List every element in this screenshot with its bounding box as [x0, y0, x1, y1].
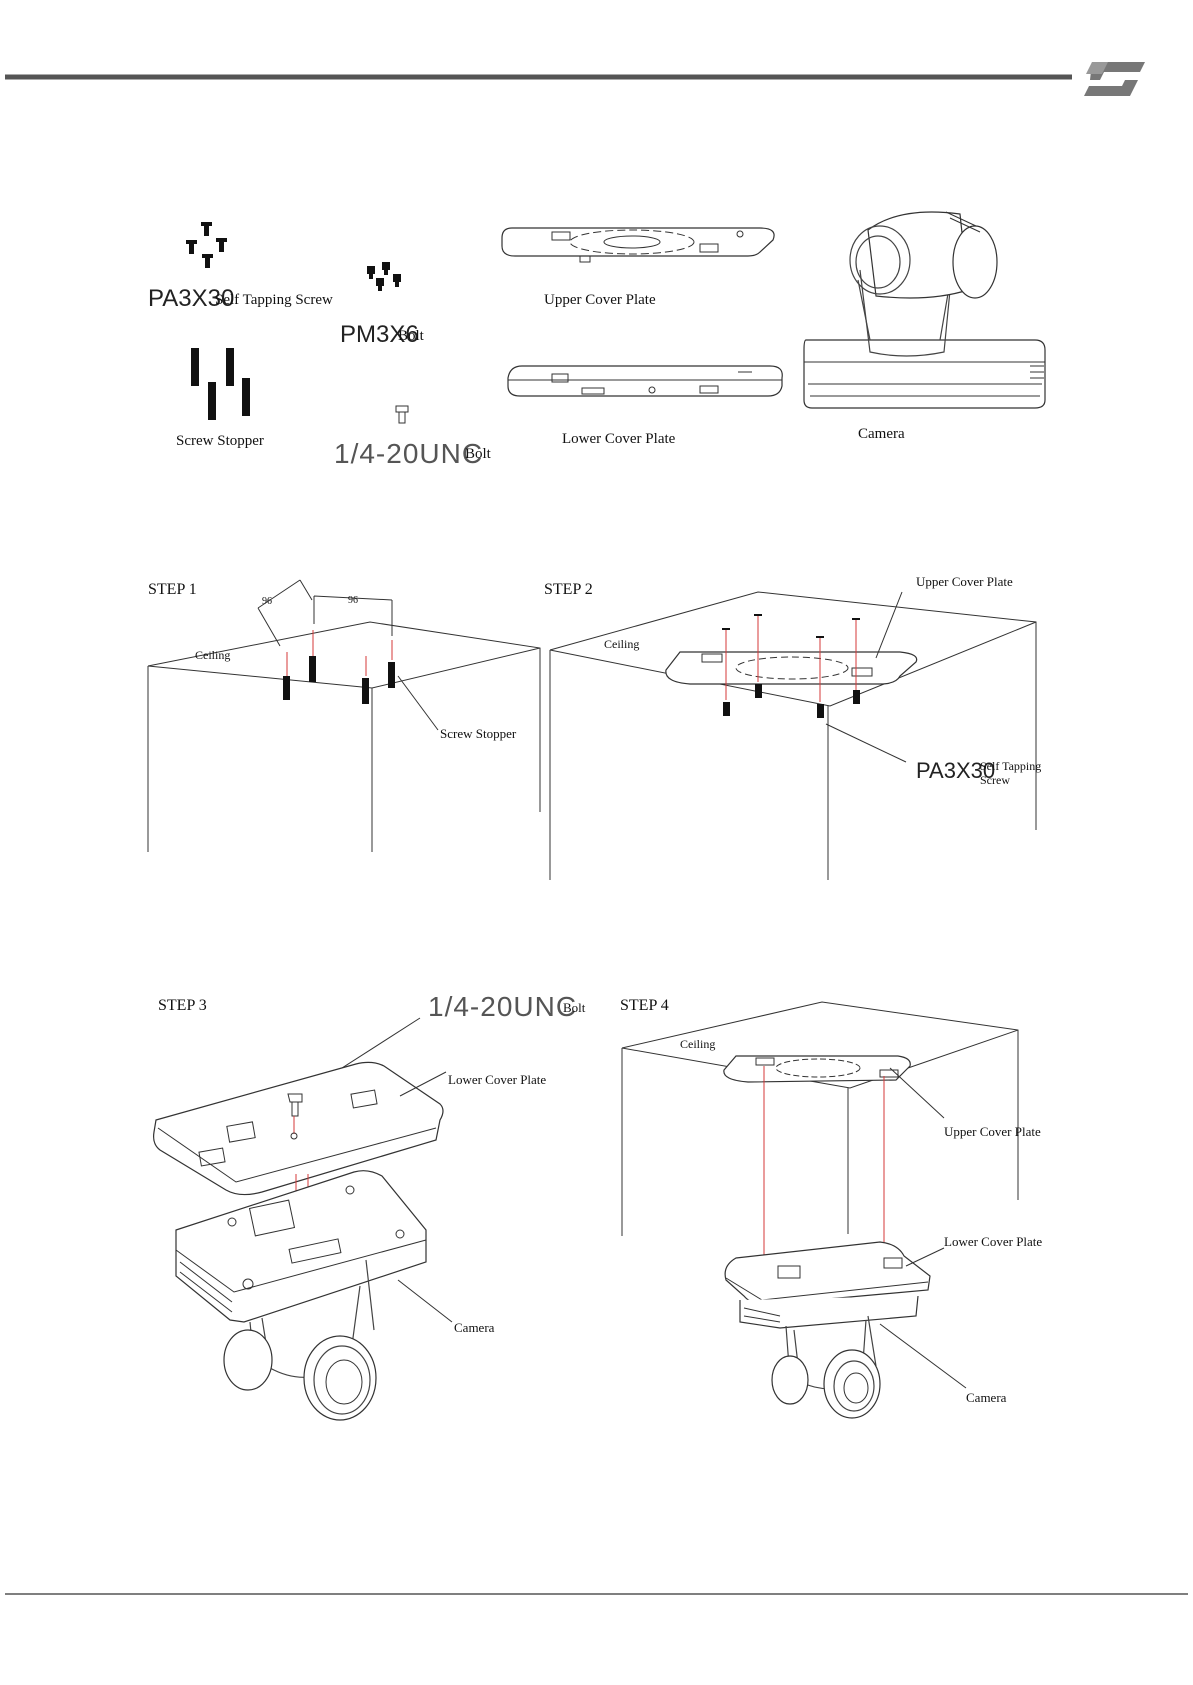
- lower-plate-label: Lower Cover Plate: [562, 431, 676, 447]
- step1-stopper-1: [283, 676, 290, 700]
- unc-bolt-name: Bolt: [465, 446, 492, 462]
- step3-title: STEP 3: [158, 997, 207, 1014]
- tapping-screw-code: PA3X30: [148, 285, 234, 312]
- step3-bolt-name: Bolt: [563, 1000, 586, 1015]
- step2-screw-1: [723, 702, 730, 716]
- step4-section: STEP 4 Ceiling Upper Cover Plate Lower C…: [620, 997, 1042, 1419]
- screw-stoppers-icon: [191, 348, 250, 420]
- step1-stopper-2: [309, 656, 316, 682]
- step2-screw-name-2: Screw: [980, 773, 1010, 787]
- step3-camera-label: Camera: [454, 1320, 495, 1335]
- step2-section: STEP 2 Ceiling Upper Cover Plate PA3X30 …: [544, 574, 1041, 880]
- step1-section: STEP 1 Ceiling 96 96 Screw Stopper: [147, 579, 541, 852]
- unc-bolt-code: 1/4-20UNC: [334, 438, 483, 469]
- step4-lower-plate-label: Lower Cover Plate: [944, 1234, 1042, 1249]
- step4-camera-label: Camera: [966, 1390, 1007, 1405]
- step2-title: STEP 2: [544, 581, 593, 598]
- lower-cover-plate-drawing: [507, 365, 783, 397]
- camera-label: Camera: [858, 426, 905, 442]
- step2-screw-3: [817, 704, 824, 718]
- step2-screw-code: PA3X30: [916, 758, 995, 783]
- step2-screw-name-1: Self Tapping: [980, 759, 1041, 773]
- step1-stopper-3: [362, 678, 369, 704]
- upper-plate-label: Upper Cover Plate: [544, 292, 656, 308]
- step1-title: STEP 1: [148, 581, 197, 598]
- unc-bolt-icon: [395, 405, 409, 424]
- pm3x6-bolts-icon: [367, 262, 401, 291]
- step4-upper-plate-label: Upper Cover Plate: [944, 1124, 1041, 1139]
- step2-screw-2: [755, 684, 762, 698]
- tapping-screw-name: Self Tapping Screw: [215, 292, 333, 308]
- step2-screw-4: [853, 690, 860, 704]
- camera-drawing: [803, 211, 1046, 409]
- parts-section: PA3X30 Self Tapping Screw PM3X6 Bolt Scr…: [148, 211, 1046, 469]
- stopper-name: Screw Stopper: [176, 433, 264, 449]
- step1-dim-b: 96: [348, 595, 358, 606]
- bolt-code: PM3X6: [340, 321, 419, 348]
- step4-ceiling: Ceiling: [680, 1037, 715, 1051]
- step3-section: STEP 3 1/4-20UNC Bolt Lower Cover Plate …: [153, 991, 586, 1421]
- step3-lower-plate-label: Lower Cover Plate: [448, 1072, 546, 1087]
- step4-title: STEP 4: [620, 997, 669, 1014]
- step2-upper-plate-label: Upper Cover Plate: [916, 574, 1013, 589]
- brand-logo: [1084, 62, 1145, 96]
- step2-ceiling: Ceiling: [604, 637, 639, 651]
- step1-stopper-label: Screw Stopper: [440, 726, 517, 741]
- tapping-screws-icon: [186, 222, 227, 268]
- step1-ceiling: Ceiling: [195, 648, 230, 662]
- step1-stopper-4: [388, 662, 395, 688]
- step1-dim-a: 96: [262, 596, 272, 607]
- upper-cover-plate-drawing: [501, 227, 775, 263]
- bolt-name: Bolt: [398, 328, 425, 344]
- step3-bolt-code: 1/4-20UNC: [428, 991, 577, 1022]
